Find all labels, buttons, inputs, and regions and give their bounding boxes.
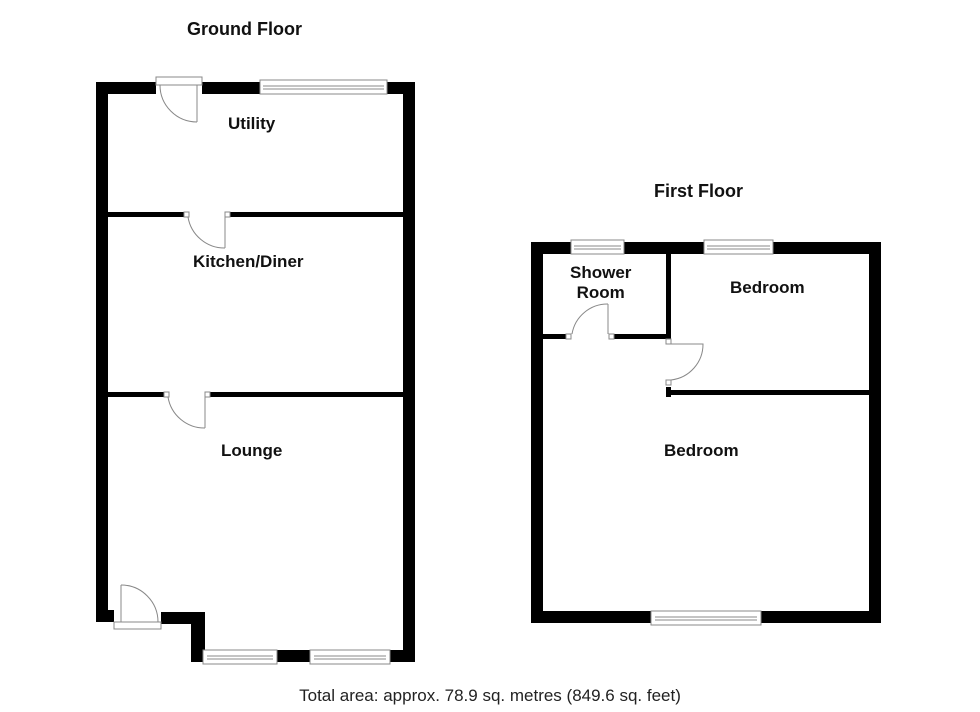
total-area-caption: Total area: approx. 78.9 sq. metres (849… [299, 686, 681, 705]
room-label-shower-line2: Room [576, 283, 625, 302]
room-label-kitchen-diner: Kitchen/Diner [193, 252, 304, 271]
ground-floor-fixtures [113, 76, 391, 665]
first-floor-fixtures [565, 239, 774, 626]
first-floor-title: First Floor [654, 181, 743, 201]
first-floor-plan [531, 239, 881, 626]
room-label-bedroom-main: Bedroom [664, 441, 739, 460]
room-label-bedroom-small: Bedroom [730, 278, 805, 297]
room-label-lounge: Lounge [221, 441, 283, 460]
room-label-shower-room: Shower Room [570, 263, 631, 303]
ground-floor-walls [96, 82, 415, 662]
first-floor-walls [531, 242, 881, 623]
ground-floor-title: Ground Floor [187, 19, 302, 39]
door-frame [155, 76, 203, 86]
room-label-utility: Utility [228, 114, 276, 133]
room-label-shower-line1: Shower [570, 263, 632, 282]
window [259, 79, 388, 95]
ground-floor-plan [96, 76, 415, 665]
